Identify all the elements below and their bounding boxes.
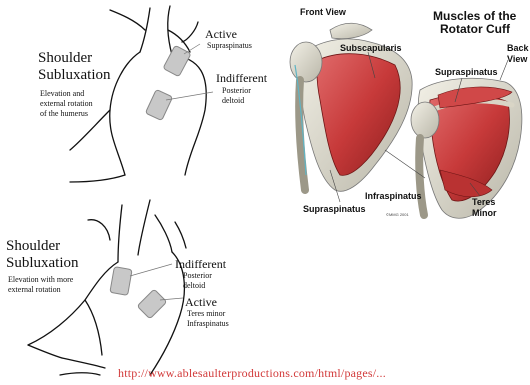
bottom-indifferent-muscle-line1: Posterior — [183, 272, 212, 281]
bottom-active-muscle-line2: Infraspinatus — [187, 320, 229, 329]
bottom-indifferent-label: Indifferent — [175, 258, 226, 271]
source-url-link[interactable]: http://www.ablesaulterproductions.com/ht… — [118, 366, 386, 381]
bottom-electrode-pads — [110, 267, 167, 319]
bottom-title-line2: Subluxation — [6, 255, 79, 272]
bottom-active-muscle-line1: Teres minor — [187, 310, 225, 319]
bottom-active-label: Active — [185, 296, 217, 309]
bottom-indifferent-muscle-line2: deltoid — [183, 282, 205, 291]
bottom-desc-line2: external rotation — [8, 286, 61, 295]
bottom-desc-line1: Elevation with more — [8, 276, 73, 285]
bottom-title-line1: Shoulder — [6, 238, 60, 255]
